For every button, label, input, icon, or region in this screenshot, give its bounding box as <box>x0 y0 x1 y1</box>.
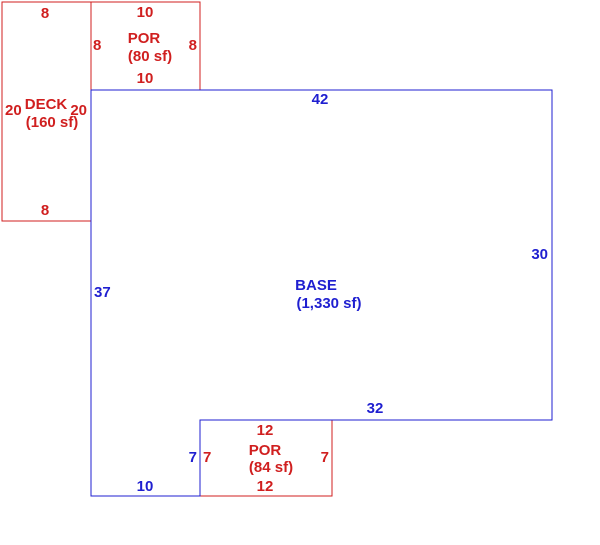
porch-top-left-dimension: 8 <box>93 37 101 54</box>
base-inner-horizontal-dimension: 32 <box>367 400 384 417</box>
base-area-label: (1,330 sf) <box>296 295 361 312</box>
deck-area-label: (160 sf) <box>26 114 79 131</box>
base-right-dimension: 30 <box>531 246 548 263</box>
porch-top-area-label: (80 sf) <box>128 48 172 65</box>
base-name-label: BASE <box>295 277 337 294</box>
porch-top-top-dimension: 10 <box>137 4 154 21</box>
base-top-dimension: 42 <box>312 91 329 108</box>
base-inner-vertical-dimension: 7 <box>189 449 197 466</box>
porch-bottom-top-dimension: 12 <box>257 422 274 439</box>
porch-bottom-area-label: (84 sf) <box>249 459 293 476</box>
deck-right-dimension: 20 <box>70 102 87 119</box>
porch-top-bottom-dimension: 10 <box>137 70 154 87</box>
deck-name-label: DECK <box>25 96 68 113</box>
porch-bottom-name-label: POR <box>249 442 282 459</box>
porch-bottom-bottom-dimension: 12 <box>257 478 274 495</box>
base-outline <box>90 89 553 497</box>
porch-top-right-dimension: 8 <box>189 37 197 54</box>
deck-bottom-dimension: 8 <box>41 202 49 219</box>
deck-top-dimension: 8 <box>41 5 49 22</box>
porch-bottom-left-dimension: 7 <box>203 449 211 466</box>
base-bottom-dimension: 10 <box>137 478 154 495</box>
porch-top-name-label: POR <box>128 30 161 47</box>
base-left-dimension: 37 <box>94 284 111 301</box>
porch-bottom-right-dimension: 7 <box>321 449 329 466</box>
deck-left-dimension: 20 <box>5 102 22 119</box>
